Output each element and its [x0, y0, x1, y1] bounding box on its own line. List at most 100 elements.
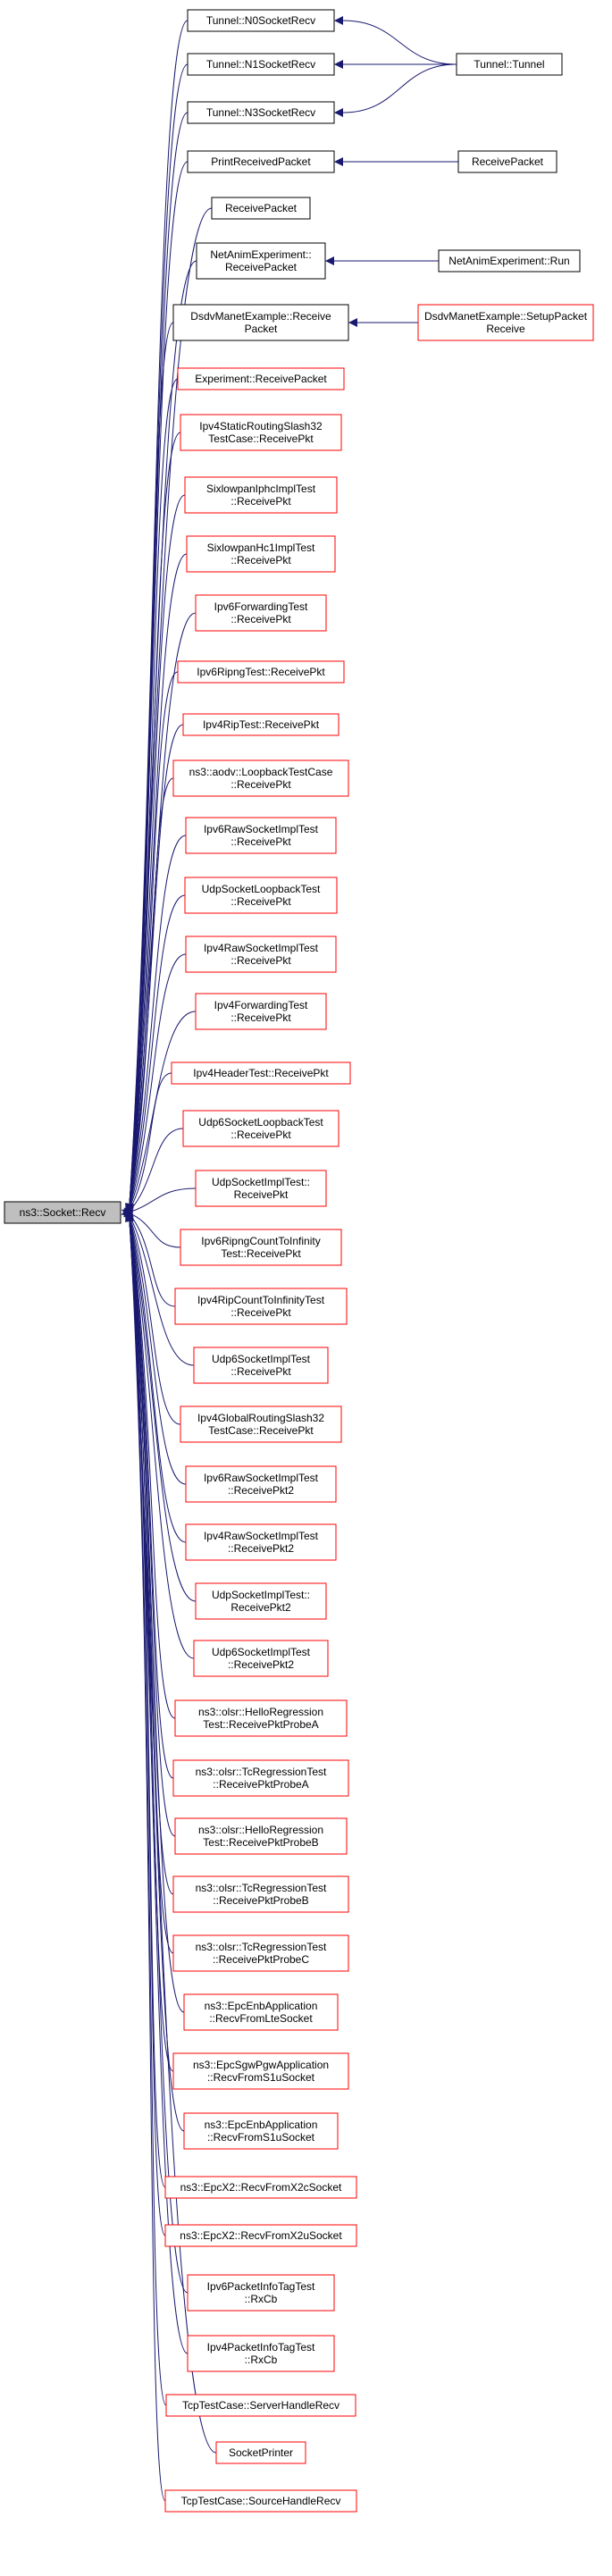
caller-ipv4-header-box	[171, 1061, 351, 1085]
caller-epc-sgw-pgw-s1u-label-2: ::RecvFromS1uSocket	[207, 2071, 315, 2084]
caller-sixlowpan-iphc[interactable]: SixlowpanIphcImplTest::ReceivePkt	[184, 476, 338, 514]
caller2-netanim-run[interactable]: NetAnimExperiment::Run	[438, 249, 581, 273]
caller-udp-socket-impl-2[interactable]: UdpSocketImplTest::ReceivePkt2	[195, 1582, 327, 1620]
caller-udp-socket-impl[interactable]: UdpSocketImplTest::ReceivePkt	[195, 1170, 327, 1207]
caller-tunnel-n1[interactable]: Tunnel::N1SocketRecv	[187, 53, 335, 76]
caller-udp6-socket-impl[interactable]: Udp6SocketImplTest::ReceivePkt	[193, 1347, 329, 1384]
caller-aodv-loopback[interactable]: ns3::aodv::LoopbackTestCase::ReceivePkt	[172, 759, 349, 797]
edge-ipv6-raw-socket-2-to-root	[125, 1209, 187, 1485]
caller-ipv4-global-routing-box	[180, 1405, 342, 1443]
caller-udp-socket-impl-label-2: ReceivePkt	[234, 1188, 289, 1201]
caller-ipv6-raw-socket[interactable]: Ipv6RawSocketImplTest::ReceivePkt	[185, 817, 337, 854]
caller-tunnel-n1-box	[187, 53, 335, 76]
root-node-socket-recv[interactable]: ns3::Socket::Recv	[4, 1201, 122, 1224]
caller-ipv6-raw-socket-2[interactable]: Ipv6RawSocketImplTest::ReceivePkt2	[185, 1465, 337, 1503]
caller-ipv6-packet-info-label-2: ::RxCb	[245, 2293, 278, 2305]
caller-tcp-server-handle-box	[165, 2394, 356, 2417]
caller-ipv6-forwarding-box	[195, 594, 327, 632]
caller-ipv4-static-routing-label-2: TestCase::ReceivePkt	[208, 432, 314, 445]
caller2-receive-packet-2-box	[457, 150, 558, 173]
caller-tunnel-n3[interactable]: Tunnel::N3SocketRecv	[187, 101, 335, 124]
caller2-receive-packet-2[interactable]: ReceivePacket	[457, 150, 558, 173]
edge-ipv4-static-routing-to-root	[125, 432, 181, 1212]
caller-sixlowpan-hc1[interactable]: SixlowpanHc1ImplTest::ReceivePkt	[186, 535, 336, 573]
caller-ipv4-raw-socket-2[interactable]: Ipv4RawSocketImplTest::ReceivePkt2	[185, 1523, 337, 1561]
caller-olsr-tc-b[interactable]: ns3::olsr::TcRegressionTest::ReceivePktP…	[172, 1875, 349, 1913]
caller-tunnel-n0[interactable]: Tunnel::N0SocketRecv	[187, 9, 335, 32]
caller-receive-packet[interactable]: ReceivePacket	[211, 197, 311, 220]
caller-ipv4-packet-info[interactable]: Ipv4PacketInfoTagTest::RxCb	[187, 2335, 335, 2372]
caller-ipv4-rip-count-label-1: Ipv4RipCountToInfinityTest	[197, 1294, 325, 1306]
caller-epc-enb-s1u[interactable]: ns3::EpcEnbApplication::RecvFromS1uSocke…	[183, 2112, 339, 2150]
caller-olsr-hello-a-label-1: ns3::olsr::HelloRegression	[198, 1706, 323, 1718]
caller-dsdv-receive-packet[interactable]: DsdvManetExample::ReceivePacket	[172, 304, 349, 341]
edge-udp6-socket-loopback-to-root	[123, 1128, 184, 1218]
caller-ipv4-forwarding-label-1: Ipv4ForwardingTest	[214, 999, 308, 1011]
caller-epc-sgw-pgw-s1u[interactable]: ns3::EpcSgwPgwApplication::RecvFromS1uSo…	[172, 2052, 349, 2090]
caller-olsr-hello-a[interactable]: ns3::olsr::HelloRegressionTest::ReceiveP…	[174, 1699, 348, 1737]
edge-ipv4-raw-socket-2-to-root	[125, 1210, 187, 1543]
caller-experiment-receive-packet-box	[177, 367, 345, 390]
caller-olsr-tc-c[interactable]: ns3::olsr::TcRegressionTest::ReceivePktP…	[172, 1934, 349, 1972]
caller-epc-x2-c[interactable]: ns3::EpcX2::RecvFromX2cSocket	[164, 2176, 357, 2199]
caller-epc-enb-s1u-label-1: ns3::EpcEnbApplication	[205, 2119, 318, 2131]
edge-ipv4-global-routing-to-root	[125, 1208, 181, 1425]
caller-ipv6-ripng[interactable]: Ipv6RipngTest::ReceivePkt	[177, 660, 345, 684]
caller-ipv4-forwarding[interactable]: Ipv4ForwardingTest::ReceivePkt	[195, 993, 327, 1030]
caller-ipv4-rip[interactable]: Ipv4RipTest::ReceivePkt	[182, 713, 340, 736]
caller2-dsdv-setup-label-2: Receive	[486, 323, 525, 335]
caller-udp-socket-impl-box	[195, 1170, 327, 1207]
caller-olsr-hello-a-box	[174, 1699, 348, 1737]
caller-ipv4-raw-socket[interactable]: Ipv4RawSocketImplTest::ReceivePkt	[185, 936, 337, 973]
caller-ipv4-packet-info-box	[187, 2335, 335, 2372]
caller-tcp-server-handle[interactable]: TcpTestCase::ServerHandleRecv	[165, 2394, 356, 2417]
caller-epc-enb-lte[interactable]: ns3::EpcEnbApplication::RecvFromLteSocke…	[183, 1993, 339, 2031]
caller-sixlowpan-iphc-box	[184, 476, 338, 514]
caller-print-received-packet[interactable]: PrintReceivedPacket	[187, 150, 335, 173]
caller-sixlowpan-hc1-label-2: ::ReceivePkt	[231, 554, 291, 566]
caller2-netanim-run-box	[438, 249, 581, 273]
caller-netanim-receive-packet[interactable]: NetAnimExperiment::ReceivePacket	[196, 242, 326, 280]
caller-ipv4-global-routing-label-2: TestCase::ReceivePkt	[208, 1424, 314, 1437]
caller-epc-x2-u[interactable]: ns3::EpcX2::RecvFromX2uSocket	[164, 2224, 357, 2247]
caller-tcp-source-handle[interactable]: TcpTestCase::SourceHandleRecv	[164, 2489, 357, 2513]
caller-ipv4-packet-info-label-1: Ipv4PacketInfoTagTest	[207, 2341, 315, 2354]
caller-ipv6-forwarding[interactable]: Ipv6ForwardingTest::ReceivePkt	[195, 594, 327, 632]
caller-socket-printer[interactable]: SocketPrinter	[215, 2441, 306, 2464]
caller2-tunnel-tunnel[interactable]: Tunnel::Tunnel	[456, 53, 563, 76]
caller-netanim-receive-packet-box	[196, 242, 326, 280]
caller-udp-socket-loopback-box	[184, 877, 338, 914]
caller-tunnel-n1-label-1: Tunnel::N1SocketRecv	[206, 58, 315, 71]
edge-aodv-loopback-to-root	[125, 777, 174, 1213]
caller-udp-socket-loopback-label-1: UdpSocketLoopbackTest	[202, 883, 321, 895]
caller-ipv4-rip-label-1: Ipv4RipTest::ReceivePkt	[203, 718, 320, 731]
caller-udp-socket-loopback[interactable]: UdpSocketLoopbackTest::ReceivePkt	[184, 877, 338, 914]
caller-ipv4-global-routing[interactable]: Ipv4GlobalRoutingSlash32TestCase::Receiv…	[180, 1405, 342, 1443]
root-node-socket-recv-box	[4, 1201, 122, 1224]
caller-olsr-tc-c-label-2: ::ReceivePktProbeC	[213, 1953, 309, 1966]
caller-ipv4-raw-socket-label-2: ::ReceivePkt	[231, 954, 291, 967]
graph-nodes: ns3::Socket::Recv Tunnel::N0SocketRecvTun…	[4, 9, 594, 2513]
caller-tunnel-n0-label-1: Tunnel::N0SocketRecv	[206, 14, 315, 27]
caller-dsdv-receive-packet-label-1: DsdvManetExample::Receive	[190, 310, 331, 323]
caller-experiment-receive-packet-label-1: Experiment::ReceivePacket	[195, 373, 327, 385]
caller-ipv4-header[interactable]: Ipv4HeaderTest::ReceivePkt	[171, 1061, 351, 1085]
caller-ipv6-ripng-label-1: Ipv6RipngTest::ReceivePkt	[197, 666, 325, 678]
caller-ipv4-rip-count[interactable]: Ipv4RipCountToInfinityTest::ReceivePkt	[174, 1288, 348, 1325]
caller-tunnel-n3-box	[187, 101, 335, 124]
caller-olsr-tc-a[interactable]: ns3::olsr::TcRegressionTest::ReceivePktP…	[172, 1759, 349, 1797]
caller-olsr-hello-b[interactable]: ns3::olsr::HelloRegressionTest::ReceiveP…	[174, 1817, 348, 1855]
caller-netanim-receive-packet-label-2: ReceivePacket	[225, 261, 298, 273]
caller-netanim-receive-packet-label-1: NetAnimExperiment::	[210, 248, 311, 261]
caller-udp6-socket-impl-2[interactable]: Udp6SocketImplTest::ReceivePkt2	[193, 1640, 329, 1677]
caller-ipv4-static-routing[interactable]: Ipv4StaticRoutingSlash32TestCase::Receiv…	[180, 414, 342, 451]
root-node-socket-recv-label-1: ns3::Socket::Recv	[20, 1206, 106, 1219]
edge-ipv4-raw-socket-to-root	[125, 953, 187, 1216]
caller-ipv6-packet-info[interactable]: Ipv6PacketInfoTagTest::RxCb	[187, 2274, 335, 2312]
caller-receive-packet-label-1: ReceivePacket	[225, 202, 298, 214]
caller-experiment-receive-packet[interactable]: Experiment::ReceivePacket	[177, 367, 345, 390]
caller-udp6-socket-loopback[interactable]: Udp6SocketLoopbackTest::ReceivePkt	[182, 1110, 340, 1147]
caller-print-received-packet-label-1: PrintReceivedPacket	[211, 155, 311, 168]
